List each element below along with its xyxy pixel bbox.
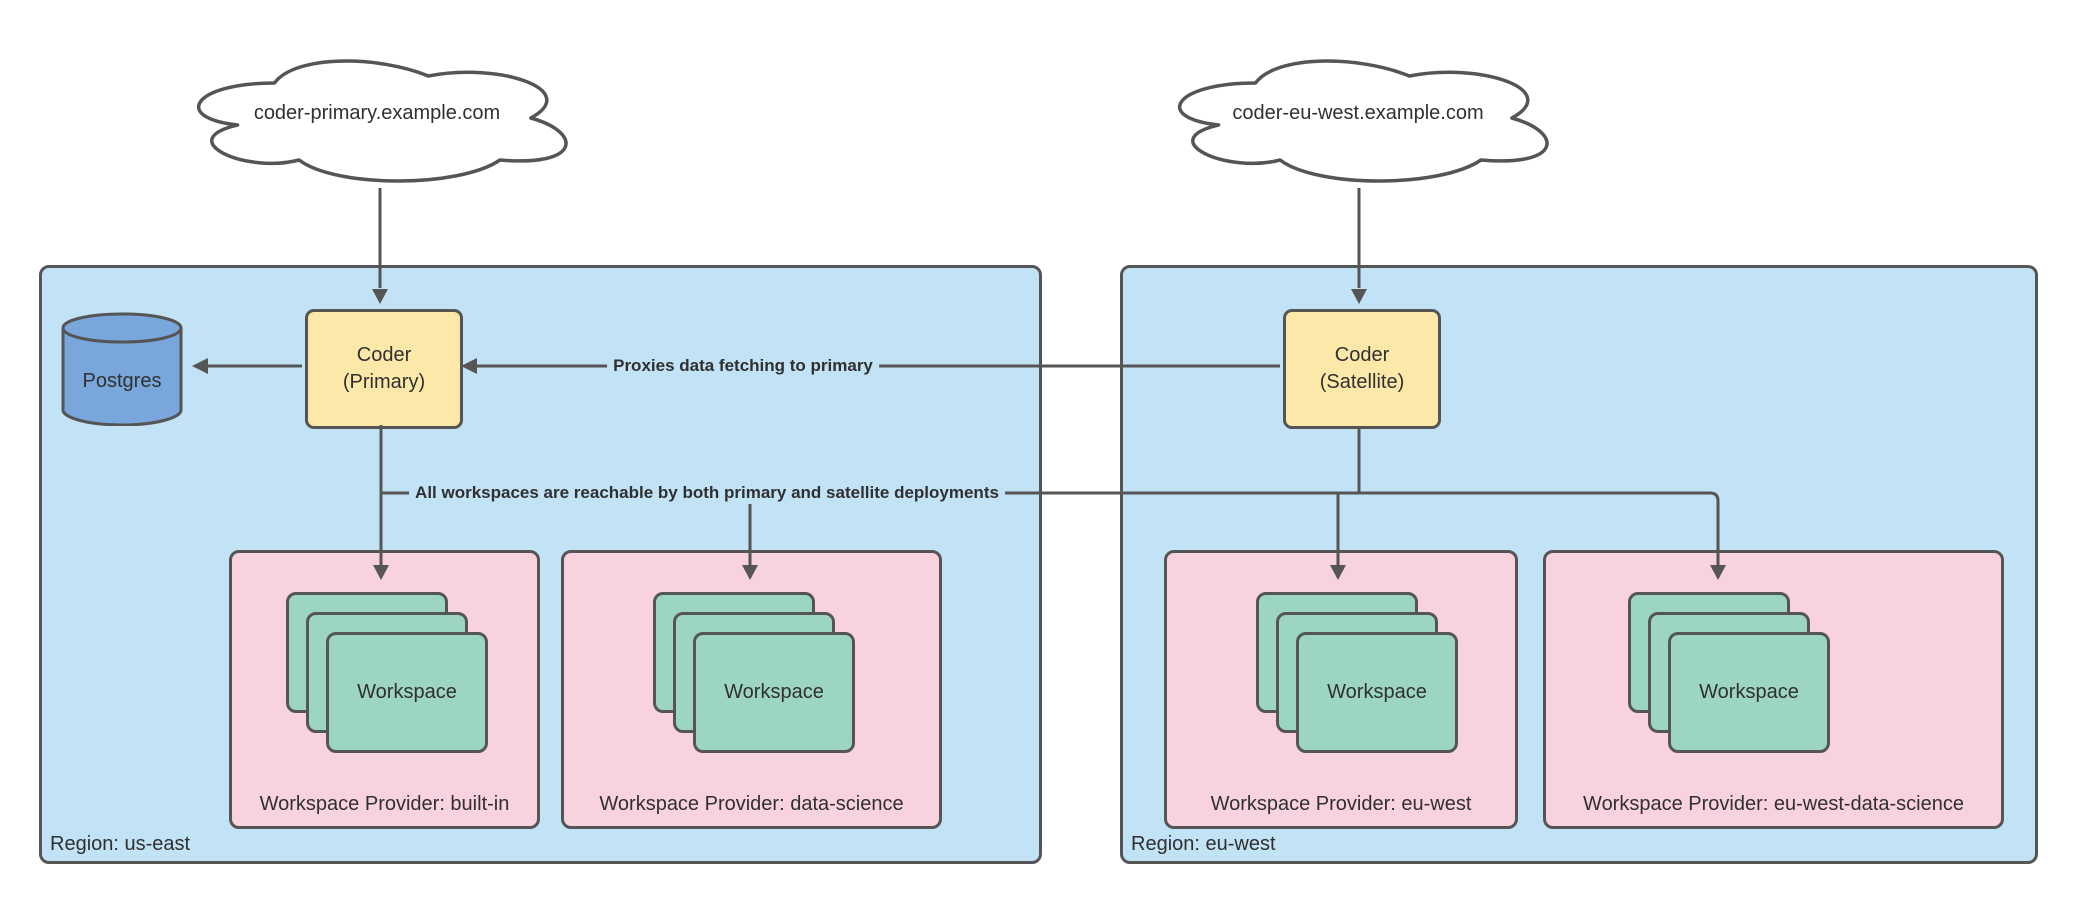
cloud-icon xyxy=(1178,59,1549,183)
workspace-label: Workspace xyxy=(357,681,457,703)
region-us-east-label: Region: us-east xyxy=(50,833,191,855)
workspace-card-front: Workspace xyxy=(326,632,488,753)
provider-data-science: Workspace Workspace Provider: data-scien… xyxy=(561,550,942,829)
provider-data-science-label: Workspace Provider: data-science xyxy=(599,793,904,815)
edge-label-proxy: Proxies data fetching to primary xyxy=(607,355,879,377)
workspace-label: Workspace xyxy=(1327,681,1427,703)
edge-label-workspaces: All workspaces are reachable by both pri… xyxy=(409,482,1005,504)
cloud-icon xyxy=(197,59,568,183)
cloud-primary: coder-primary.example.com xyxy=(168,44,586,192)
provider-eu-west-data-science: Workspace Workspace Provider: eu-west-da… xyxy=(1543,550,2004,829)
workspace-label: Workspace xyxy=(724,681,824,703)
provider-eu-west-label: Workspace Provider: eu-west xyxy=(1210,793,1472,815)
workspace-stack: Workspace xyxy=(1256,592,1458,753)
region-us-east: Region: us-east Postgres Coder (Primary)… xyxy=(39,265,1042,864)
coder-primary-line1: Coder xyxy=(356,344,412,366)
cloud-eu-west: coder-eu-west.example.com xyxy=(1149,44,1567,192)
workspace-card-front: Workspace xyxy=(1668,632,1830,753)
workspace-card-front: Workspace xyxy=(693,632,855,753)
provider-built-in-label: Workspace Provider: built-in xyxy=(259,793,510,815)
provider-eu-west-data-science-label: Workspace Provider: eu-west-data-science xyxy=(1583,793,1964,815)
workspace-stack: Workspace xyxy=(653,592,855,753)
workspace-card-front: Workspace xyxy=(1296,632,1458,753)
region-eu-west-label: Region: eu-west xyxy=(1131,833,1276,855)
database-cylinder-icon xyxy=(61,312,183,426)
cloud-eu-west-label: coder-eu-west.example.com xyxy=(1232,101,1484,124)
coder-primary-line2: (Primary) xyxy=(342,371,426,393)
workspace-label: Workspace xyxy=(1699,681,1799,703)
postgres-label: Postgres xyxy=(82,369,162,392)
provider-eu-west: Workspace Workspace Provider: eu-west xyxy=(1164,550,1518,829)
postgres-node: Postgres xyxy=(61,312,183,426)
coder-primary-box: Coder (Primary) xyxy=(305,309,463,429)
region-eu-west: Region: eu-west Coder (Satellite) Worksp… xyxy=(1120,265,2038,864)
coder-satellite-line2: (Satellite) xyxy=(1319,371,1405,393)
coder-satellite-box: Coder (Satellite) xyxy=(1283,309,1441,429)
cloud-primary-label: coder-primary.example.com xyxy=(253,101,501,124)
workspace-stack: Workspace xyxy=(1628,592,1830,753)
workspace-stack: Workspace xyxy=(286,592,488,753)
provider-built-in: Workspace Workspace Provider: built-in xyxy=(229,550,540,829)
coder-satellite-line1: Coder xyxy=(1334,344,1390,366)
